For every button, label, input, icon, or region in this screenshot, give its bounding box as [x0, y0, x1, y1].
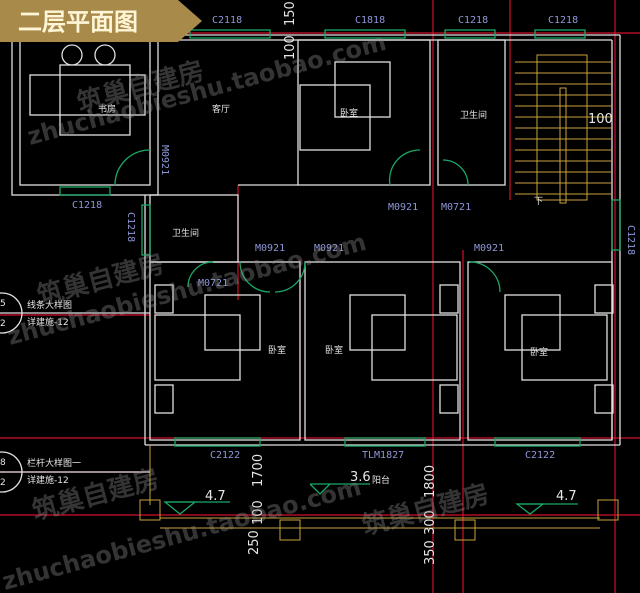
elevation-marks — [163, 483, 578, 515]
door-label: M0921 — [388, 202, 418, 213]
room-bedroom-left: 卧室 — [268, 344, 286, 356]
callout-ref: 详建施-12 — [27, 316, 69, 328]
window-label: C2118 — [212, 15, 242, 26]
room-bath-top: 卫生间 — [460, 109, 487, 121]
window-label: C1218 — [548, 15, 578, 26]
dimension: 350 — [423, 540, 438, 565]
dimension: 100 — [283, 35, 298, 60]
doors — [114, 149, 501, 293]
door-label: M0921 — [255, 243, 285, 254]
window-label: TLM1827 — [362, 450, 404, 461]
window-label: C1818 — [355, 15, 385, 26]
window-label: C1218 — [125, 212, 136, 242]
callout-number: 8 — [0, 458, 6, 468]
title-banner: 二层平面图 — [0, 0, 202, 42]
callout-name: 线条大样图 — [27, 299, 72, 311]
callout-sheet: 2 — [0, 319, 6, 329]
watermark: 筑巢自建房 zhuchaobieshu.taobao.com 筑巢自建房 zhu… — [0, 28, 492, 593]
room-bedroom-right: 卧室 — [530, 346, 548, 358]
page-title: 二层平面图 — [18, 8, 138, 36]
door-label: M0921 — [314, 243, 344, 254]
stair-direction: 下 — [534, 197, 543, 207]
door-label: M0721 — [441, 202, 471, 213]
callout-name: 栏杆大样图一 — [27, 457, 81, 469]
window-label: C2122 — [210, 450, 240, 461]
room-study: 书房 — [98, 103, 116, 115]
room-bath-left: 卫生间 — [172, 227, 199, 239]
dimension: 100 — [251, 500, 266, 525]
dimension: 1700 — [251, 454, 266, 487]
room-balcony: 阳台 — [372, 474, 390, 486]
callout-sheet: 2 — [0, 478, 6, 488]
window-label: C1218 — [625, 225, 636, 255]
dimension: 1800 — [423, 465, 438, 498]
dimension: 250 — [247, 530, 262, 555]
dimension: 100 — [588, 112, 613, 127]
elevation-value: 3.6 — [350, 470, 371, 485]
stair — [515, 54, 612, 204]
windows — [59, 29, 621, 447]
room-bedroom-mid: 卧室 — [325, 344, 343, 356]
room-bedroom-top: 卧室 — [340, 107, 358, 119]
door-label: M0921 — [159, 145, 170, 175]
dimension: 300 — [423, 510, 438, 535]
svg-text:筑巢自建房: 筑巢自建房 — [29, 463, 163, 527]
window-label: C2122 — [525, 450, 555, 461]
door-label: M0921 — [474, 243, 504, 254]
callout-number: 5 — [0, 299, 6, 309]
callout-ref: 详建施-12 — [27, 474, 69, 486]
elevation-value: 4.7 — [205, 489, 226, 504]
window-label: C1218 — [72, 200, 102, 211]
door-label: M0721 — [198, 278, 228, 289]
dimension: 150 — [283, 1, 298, 26]
room-living: 客厅 — [212, 103, 230, 115]
window-label: C1218 — [458, 15, 488, 26]
callout-symbols — [0, 292, 150, 493]
furniture — [29, 44, 614, 414]
elevation-value: 4.7 — [556, 489, 577, 504]
